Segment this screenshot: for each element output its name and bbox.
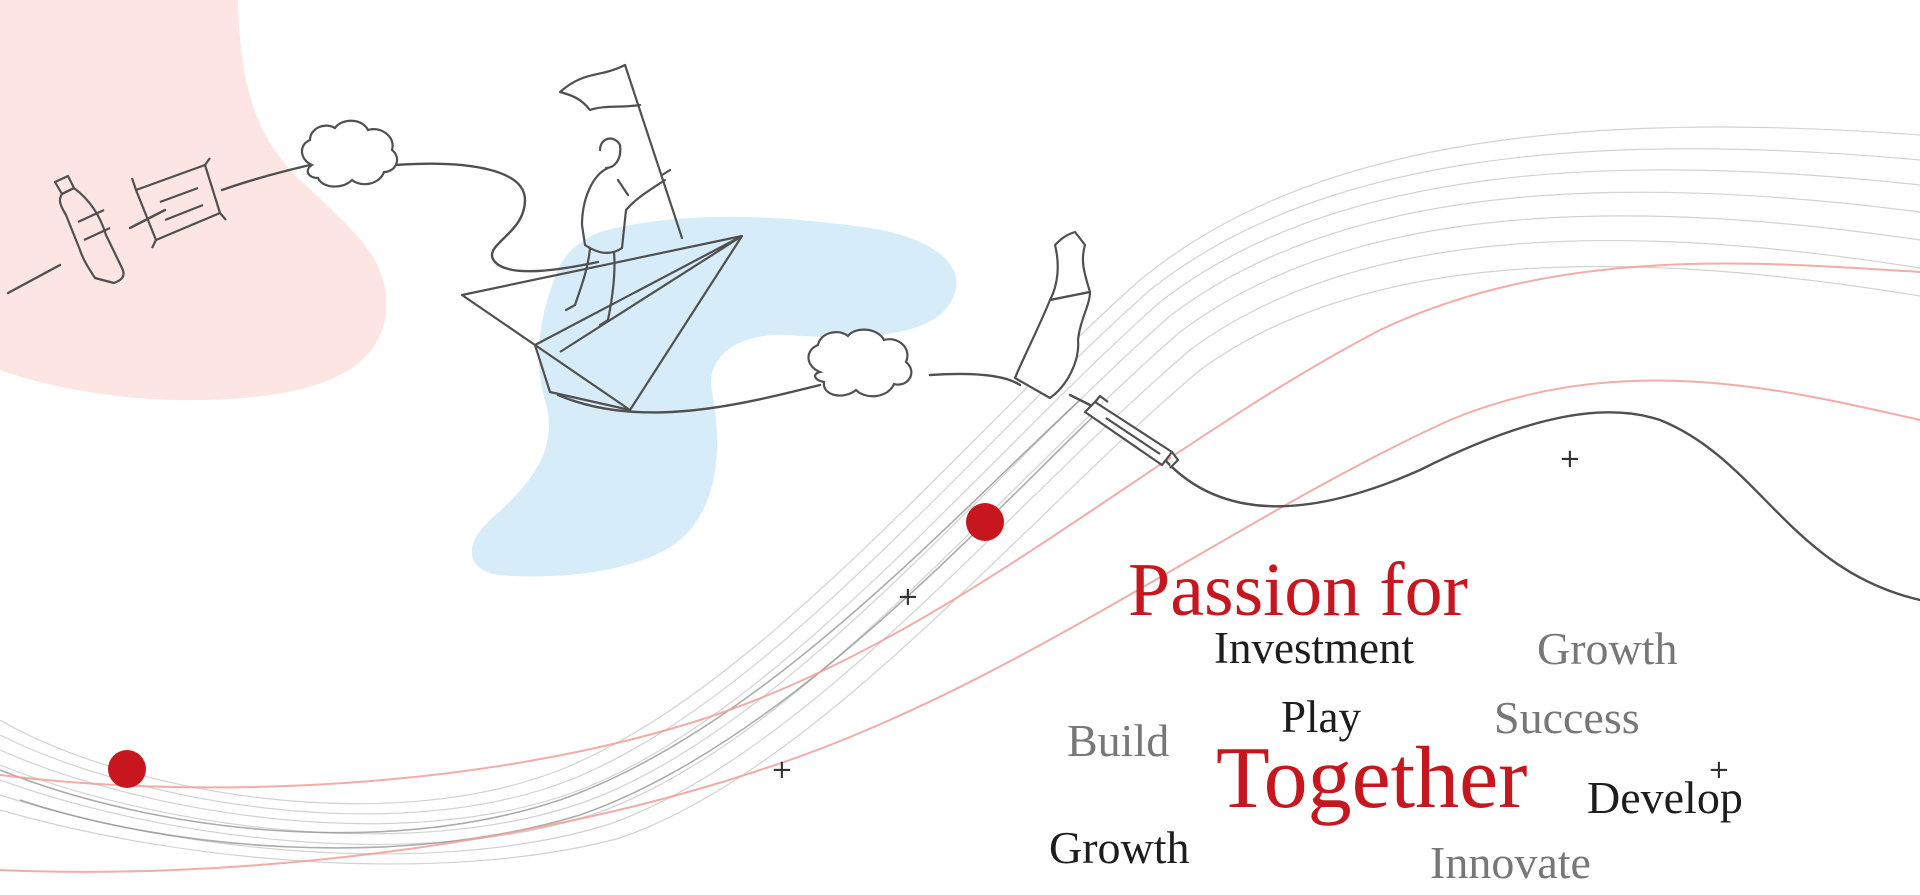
pink-blob	[0, 0, 387, 401]
word-play: Play	[1281, 692, 1362, 742]
paper-plane-icon	[460, 234, 744, 412]
word-investment: Investment	[1214, 623, 1414, 673]
plus-mark: +	[897, 582, 919, 612]
cloud-icon	[807, 328, 913, 398]
word-success: Success	[1494, 692, 1640, 743]
word-innovate: Innovate	[1430, 837, 1591, 888]
red-dot	[108, 750, 146, 788]
tube-icon	[1083, 394, 1180, 469]
blue-blob	[471, 216, 957, 577]
plus-mark: +	[1708, 755, 1730, 785]
cloud-icon	[300, 119, 399, 188]
headline-passion-for: Passion for	[1128, 548, 1468, 632]
snack-bar-icon	[130, 157, 227, 249]
word-develop: Develop	[1587, 772, 1743, 823]
headline-together: Together	[1216, 730, 1528, 827]
plus-mark: +	[1559, 444, 1581, 474]
pink-wave-lines	[0, 262, 1920, 873]
woman-with-flag-icon	[558, 63, 684, 327]
plus-mark: +	[771, 755, 793, 785]
bag-icon	[1013, 230, 1092, 400]
red-dot	[966, 503, 1004, 541]
word-growth-top: Growth	[1537, 623, 1678, 674]
dark-wave-strands	[0, 399, 1101, 849]
bottle-icon	[53, 174, 125, 285]
word-build: Build	[1067, 715, 1170, 766]
word-growth-bottom: Growth	[1049, 822, 1190, 873]
